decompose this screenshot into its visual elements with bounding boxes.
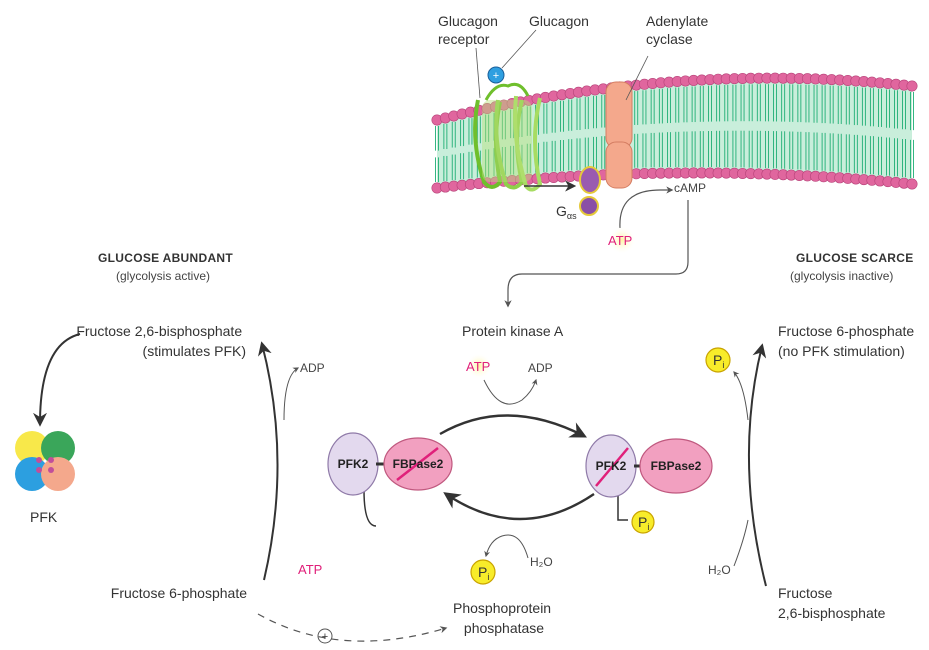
lipid-head <box>907 179 917 189</box>
fbpase2-left-label: FBPase2 <box>393 457 444 471</box>
membrane-atp-label: ATP <box>608 233 632 248</box>
glucose-abundant-heading: GLUCOSE ABUNDANT <box>98 251 233 265</box>
f6p-activates-phosphatase-dashed <box>258 614 446 641</box>
center-h2o-label: H₂O <box>530 555 553 569</box>
h2o-pi-arrow <box>486 535 528 558</box>
f6p-to-f26bp-arrow <box>262 344 278 580</box>
phosphoprotein-phosphatase-label: Phosphoprotein phosphatase <box>453 600 555 636</box>
glycolysis-inactive-subheading: (glycolysis inactive) <box>790 269 893 283</box>
left-f26bp-label: Fructose 2,6-bisphosphate (stimulates PF… <box>76 323 246 359</box>
pka-atp-adp-arrow <box>484 380 536 404</box>
glucagon-leader-line <box>502 30 536 68</box>
glycolysis-active-subheading: (glycolysis active) <box>116 269 210 283</box>
fbpase2-right-label: FBPase2 <box>651 459 702 473</box>
dephosphorylation-arrow <box>446 494 594 519</box>
pfk2-right-label: PFK2 <box>596 459 627 473</box>
adenylate-cyclase-label: Adenylate cyclase <box>646 13 712 47</box>
svg-text:+: + <box>493 70 499 82</box>
pfk-tetramer <box>15 431 75 491</box>
protein-kinase-a-label: Protein kinase A <box>462 323 564 339</box>
glucose-scarce-heading: GLUCOSE SCARCE <box>796 251 914 265</box>
left-adp-label: ADP <box>300 361 325 375</box>
g-protein-label: Gαs <box>556 203 577 221</box>
left-f6p-label: Fructose 6-phosphate <box>111 585 247 601</box>
lipid-head <box>907 81 917 91</box>
left-adp-arrow <box>284 368 298 420</box>
center-atp-label: ATP <box>466 359 490 374</box>
center-adp-label: ADP <box>528 361 553 375</box>
camp-to-pka-arrow <box>508 200 688 306</box>
right-pi-release-arrow <box>734 372 748 420</box>
right-h2o-label: H₂O <box>708 563 731 577</box>
camp-label: cAMP <box>674 181 706 195</box>
bifunctional-enzyme-dephosphorylated <box>328 433 452 526</box>
pfk2-left-label: PFK2 <box>338 457 369 471</box>
glucagon-label: Glucagon <box>529 13 589 29</box>
glucagon-molecule: + <box>488 67 504 83</box>
receptor-leader-line <box>476 48 480 98</box>
glucagon-receptor-label: Glucagon receptor <box>438 13 502 47</box>
atp-to-camp-arrow <box>620 190 672 228</box>
bifunctional-enzyme-phosphorylated <box>586 435 712 533</box>
left-atp-label: ATP <box>298 562 322 577</box>
right-f26bp-label: Fructose 2,6-bisphosphate <box>778 585 886 621</box>
f26bp-to-pfk-arrow <box>40 334 80 424</box>
phosphorylation-arrow <box>440 415 584 436</box>
right-f6p-label: Fructose 6-phosphate (no PFK stimulation… <box>778 323 918 359</box>
g-protein <box>580 167 600 215</box>
pfk-label: PFK <box>30 509 58 525</box>
activation-plus-label: + <box>322 631 328 643</box>
f26bp-to-f6p-arrow <box>749 346 766 586</box>
adenylate-cyclase <box>606 82 632 188</box>
right-h2o-line <box>734 520 748 566</box>
